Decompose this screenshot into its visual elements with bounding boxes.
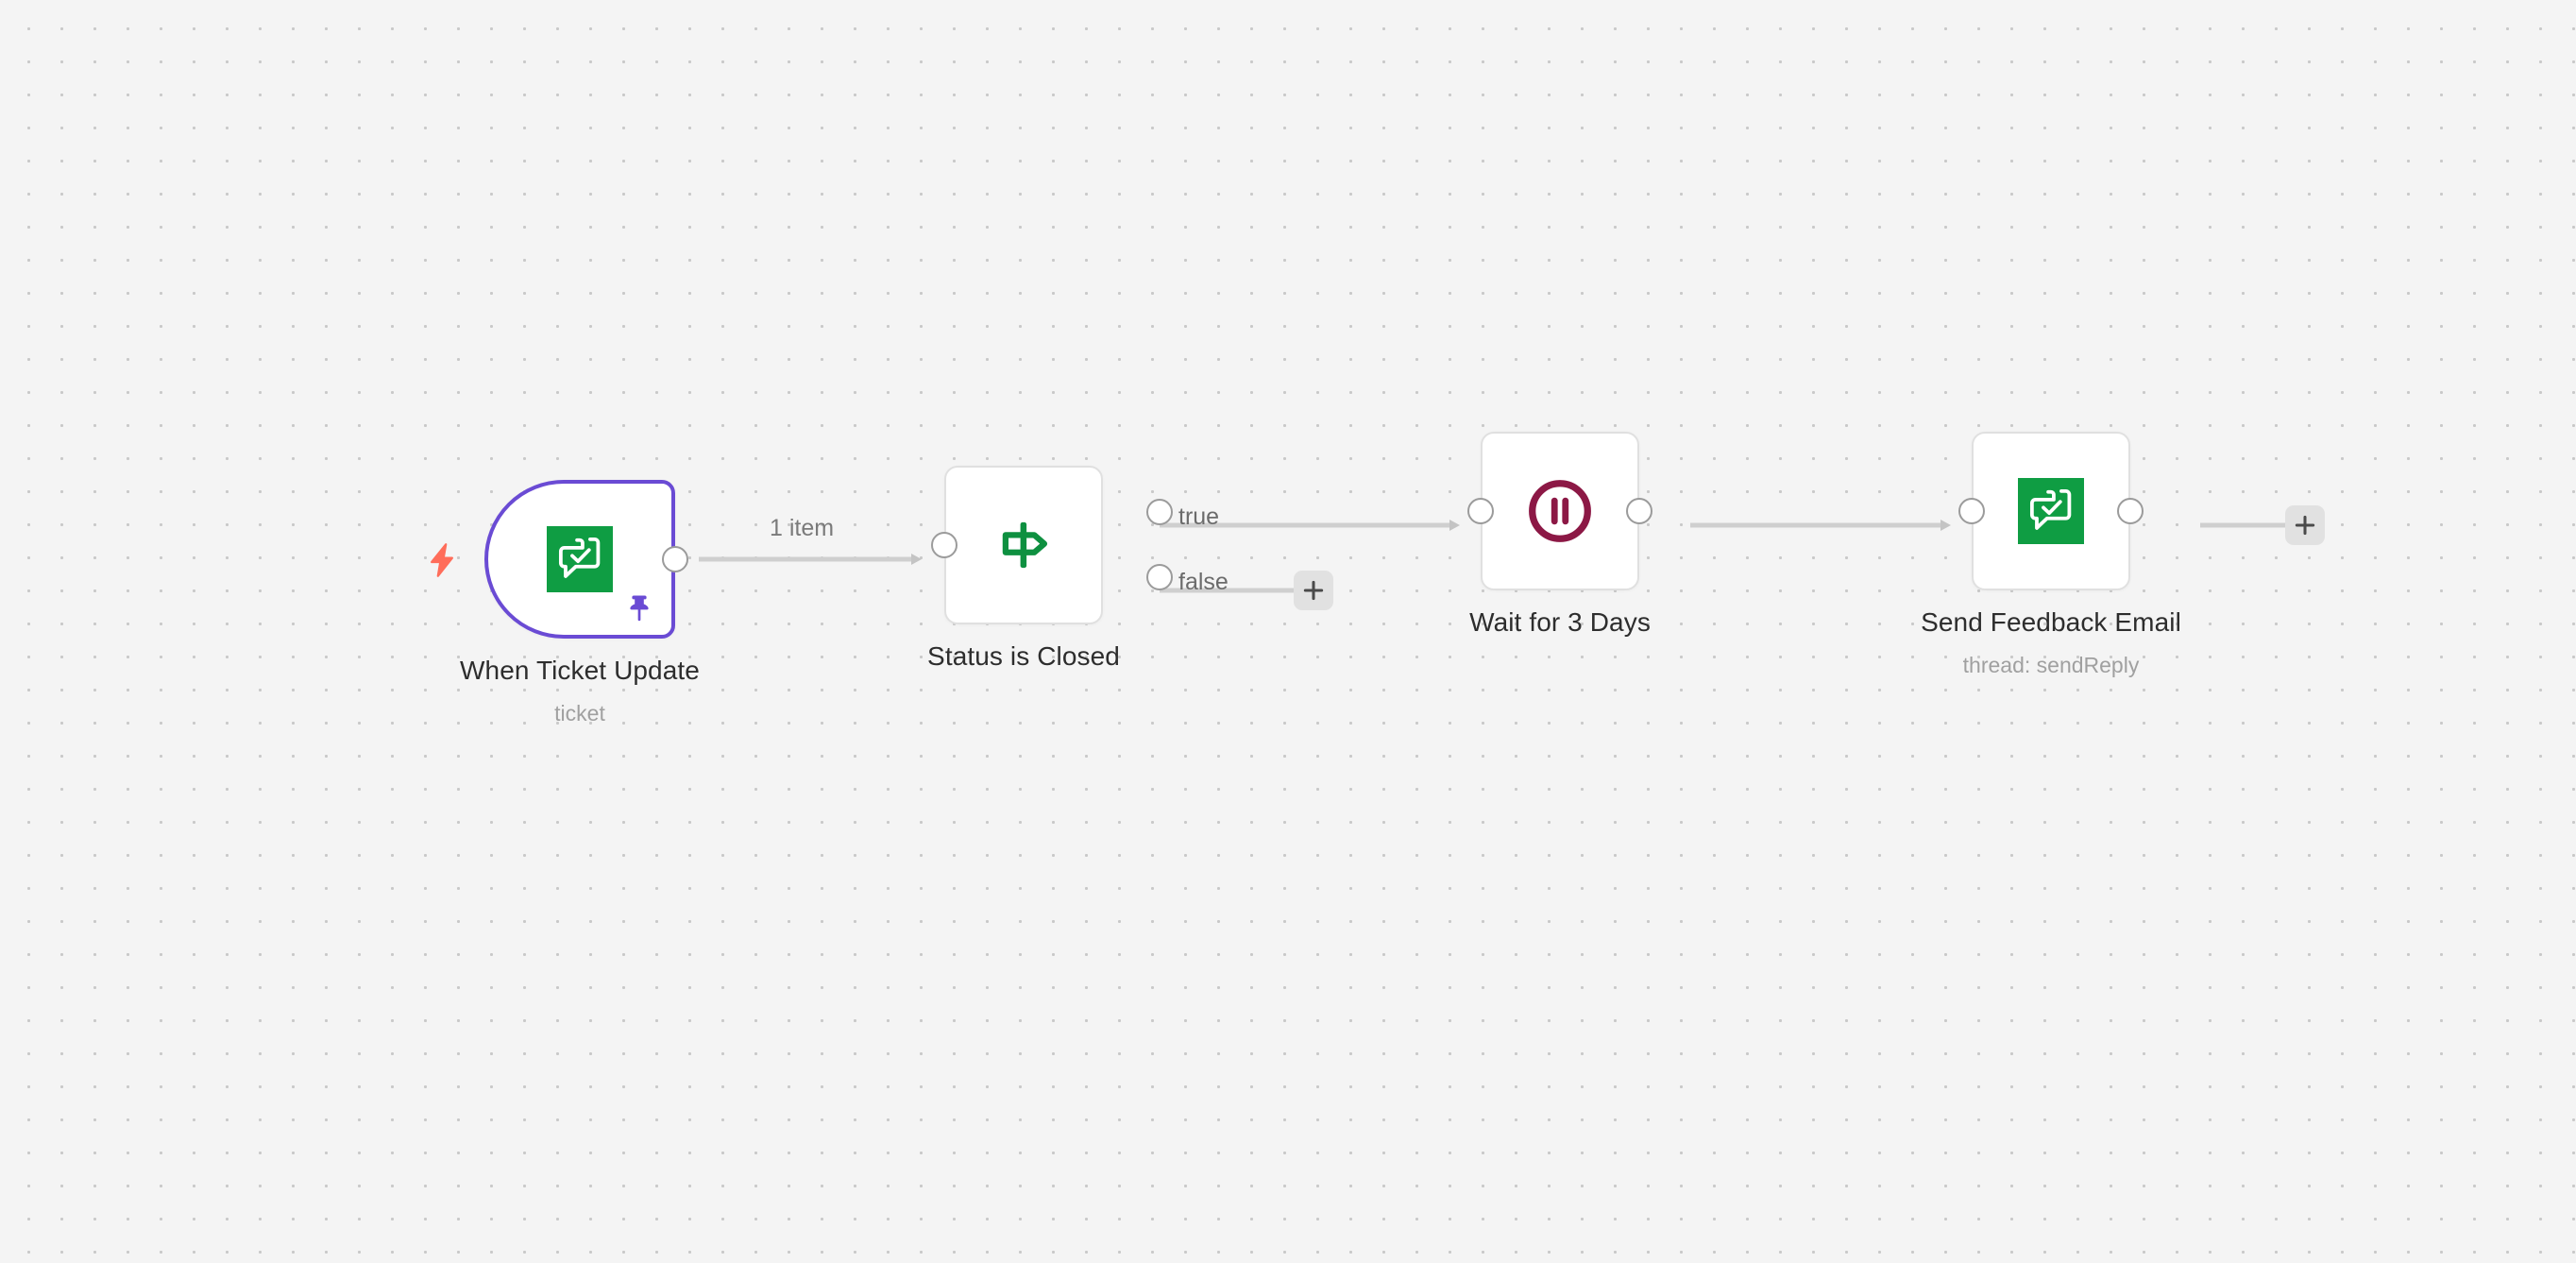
pause-icon xyxy=(1529,480,1591,542)
freshdesk-icon xyxy=(2018,478,2084,544)
node-wait-for-3-days[interactable]: Wait for 3 Days xyxy=(1467,432,1652,637)
add-node-button-end[interactable] xyxy=(2285,505,2325,545)
node-label-send-feedback-email: Send Feedback Email xyxy=(1921,607,2181,637)
output-handle-trigger[interactable] xyxy=(662,546,688,572)
node-when-ticket-update[interactable]: When Ticket Update ticket xyxy=(431,480,700,725)
edge-label-item-count: 1 item xyxy=(770,515,835,541)
input-handle-if[interactable] xyxy=(931,532,958,558)
node-box-send-email[interactable] xyxy=(1972,432,2130,590)
plus-icon xyxy=(1303,580,1324,601)
output-handle-send-email[interactable] xyxy=(2117,498,2144,524)
node-label-wait-for-3-days: Wait for 3 Days xyxy=(1469,607,1651,637)
node-send-feedback-email[interactable]: Send Feedback Email thread: sendReply xyxy=(1921,432,2181,677)
add-node-button-false[interactable] xyxy=(1294,571,1333,610)
trigger-bolt-icon xyxy=(431,543,453,577)
node-box-trigger[interactable] xyxy=(484,480,675,639)
signpost-icon xyxy=(1002,521,1048,569)
pin-icon[interactable] xyxy=(622,589,656,627)
freshdesk-icon xyxy=(547,526,613,592)
output-handle-wait[interactable] xyxy=(1626,498,1652,524)
node-box-if[interactable] xyxy=(944,466,1103,624)
node-label-status-is-closed: Status is Closed xyxy=(927,641,1120,671)
node-subtitle-send-feedback-email: thread: sendReply xyxy=(1962,653,2140,677)
node-box-wait[interactable] xyxy=(1481,432,1639,590)
output-label-true: true xyxy=(1178,503,1220,530)
input-handle-wait[interactable] xyxy=(1467,498,1494,524)
output-label-false: false xyxy=(1178,569,1229,595)
node-status-is-closed[interactable]: true false Status is Closed xyxy=(927,466,1229,671)
output-handle-true[interactable] xyxy=(1146,499,1173,525)
node-label-when-ticket-update: When Ticket Update xyxy=(460,656,700,685)
plus-icon xyxy=(2295,515,2315,536)
node-subtitle-when-ticket-update: ticket xyxy=(554,701,605,725)
output-handle-false[interactable] xyxy=(1146,564,1173,590)
input-handle-send-email[interactable] xyxy=(1958,498,1985,524)
